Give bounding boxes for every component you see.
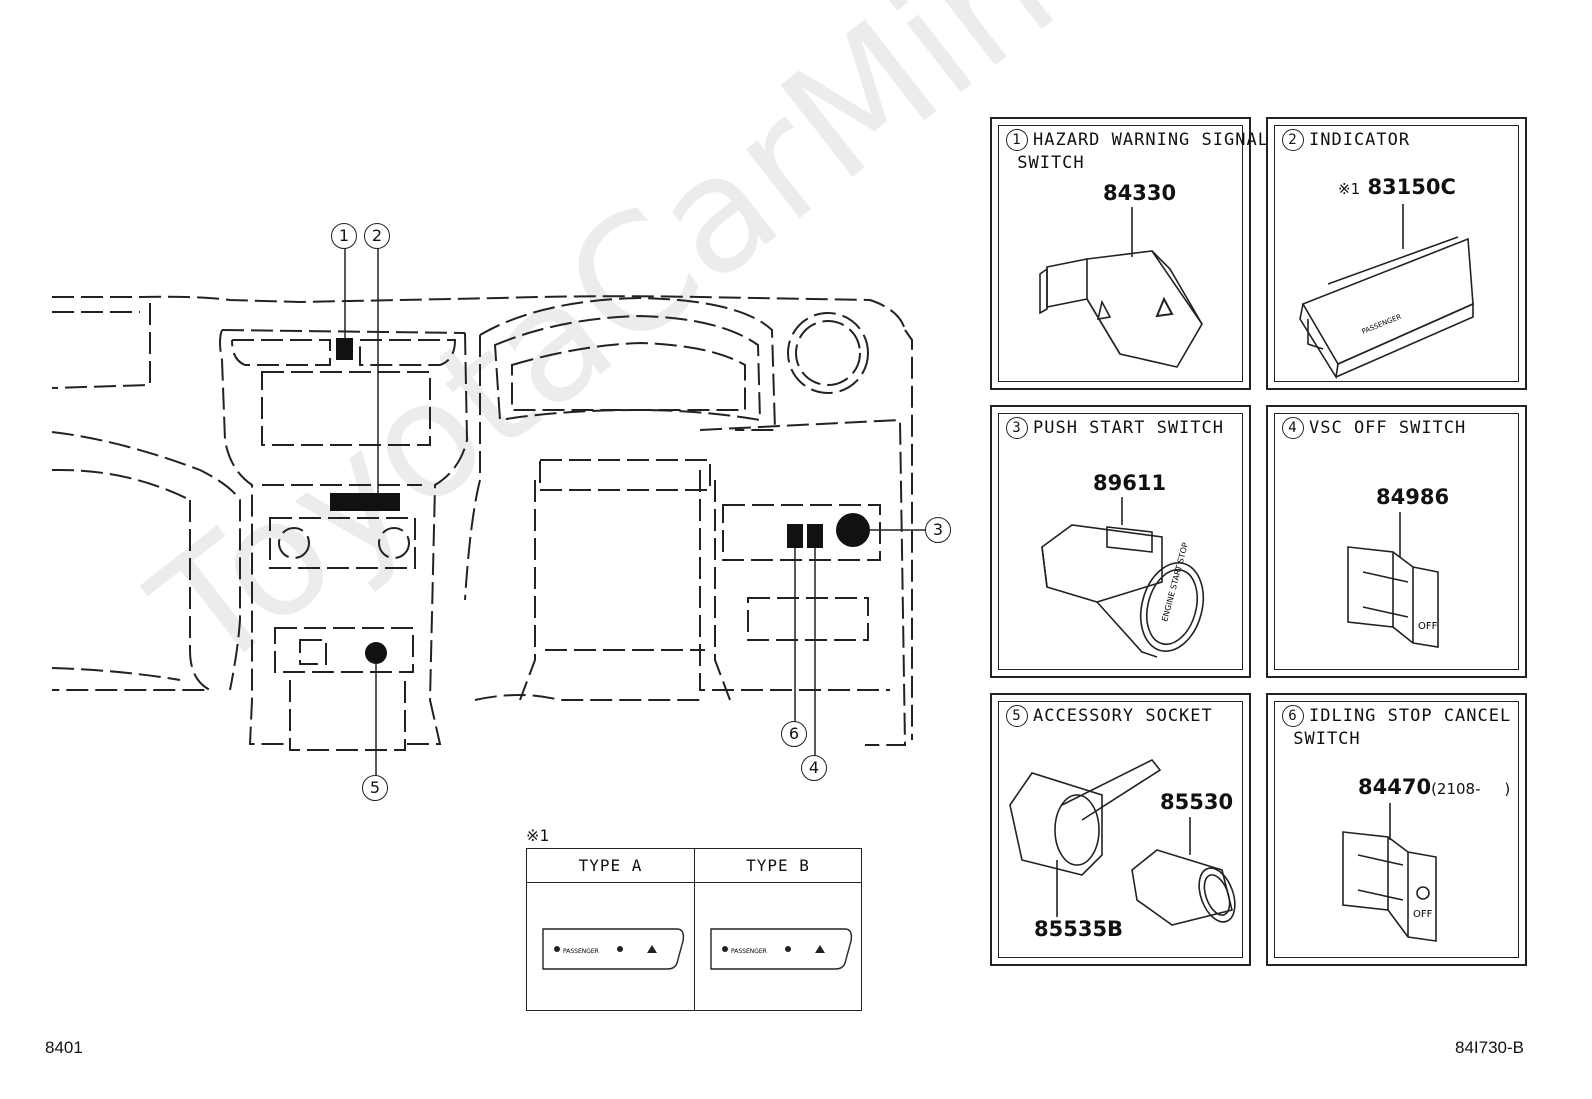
panel-number: 1 bbox=[1006, 129, 1028, 151]
type-a-illustration: PASSENGER bbox=[542, 928, 685, 970]
panel-title: HAZARD WARNING SIGNAL SWITCH bbox=[1017, 130, 1269, 173]
type-b-header: TYPE B bbox=[695, 849, 861, 883]
part-number: ※1 83150C bbox=[1338, 175, 1456, 199]
hazard-switch-illustration bbox=[1039, 207, 1203, 368]
type-a-passenger: PASSENGER bbox=[563, 948, 599, 955]
panel-title: INDICATOR bbox=[1309, 130, 1411, 150]
push-start-switch-illustration: ENGINE START STOP bbox=[1041, 497, 1205, 658]
part-number-2: 85535B bbox=[1034, 917, 1124, 941]
part-number: 84330 bbox=[1103, 181, 1177, 205]
indicator-illustration: PASSENGER bbox=[1299, 204, 1474, 380]
part-number-value: 83150C bbox=[1367, 175, 1456, 199]
callout-4: 4 bbox=[801, 755, 827, 781]
idling-stop-switch-illustration: OFF bbox=[1342, 803, 1437, 942]
type-b-illustration: PASSENGER bbox=[710, 928, 853, 970]
type-note: ※1 bbox=[1338, 180, 1361, 198]
panel-title: ACCESSORY SOCKET bbox=[1033, 706, 1213, 726]
part-number: 89611 bbox=[1093, 471, 1167, 495]
part-number: 84986 bbox=[1376, 485, 1450, 509]
type-b-passenger: PASSENGER bbox=[731, 948, 767, 955]
type-table-note: ※1 bbox=[526, 826, 550, 845]
callout-3: 3 bbox=[925, 517, 951, 543]
accessory-socket-illustration bbox=[1009, 758, 1236, 926]
footer-left-code: 8401 bbox=[45, 1038, 83, 1057]
callout-6: 6 bbox=[781, 721, 807, 747]
indicator-passenger-text: PASSENGER bbox=[1361, 313, 1403, 336]
panel-number: 3 bbox=[1006, 417, 1028, 439]
panel-number: 6 bbox=[1282, 705, 1304, 727]
panel-number: 2 bbox=[1282, 129, 1304, 151]
callout-5: 5 bbox=[362, 775, 388, 801]
callout-1: 1 bbox=[331, 223, 357, 249]
callout-2: 2 bbox=[364, 223, 390, 249]
part-number-suffix: (2108- ) bbox=[1431, 780, 1511, 798]
push-start-label: ENGINE START STOP bbox=[1160, 541, 1190, 622]
panel-number: 4 bbox=[1282, 417, 1304, 439]
footer-right-code: 84I730-B bbox=[1455, 1038, 1524, 1057]
part-number-value: 84470 bbox=[1358, 775, 1432, 799]
panel-title: IDLING STOP CANCEL SWITCH bbox=[1293, 706, 1512, 749]
vsc-off-label: OFF bbox=[1418, 621, 1438, 632]
type-table: TYPE A TYPE B PASSENGER PASSENGER bbox=[526, 848, 862, 1011]
panel-title: PUSH START SWITCH bbox=[1033, 418, 1224, 438]
idling-off-label: OFF bbox=[1413, 909, 1433, 920]
vsc-off-switch-illustration: OFF bbox=[1347, 512, 1439, 648]
panel-title: VSC OFF SWITCH bbox=[1309, 418, 1467, 438]
type-a-header: TYPE A bbox=[527, 849, 694, 883]
panel-number: 5 bbox=[1006, 705, 1028, 727]
part-number: 85530 bbox=[1160, 790, 1234, 814]
part-number: 84470(2108- ) bbox=[1358, 775, 1510, 799]
